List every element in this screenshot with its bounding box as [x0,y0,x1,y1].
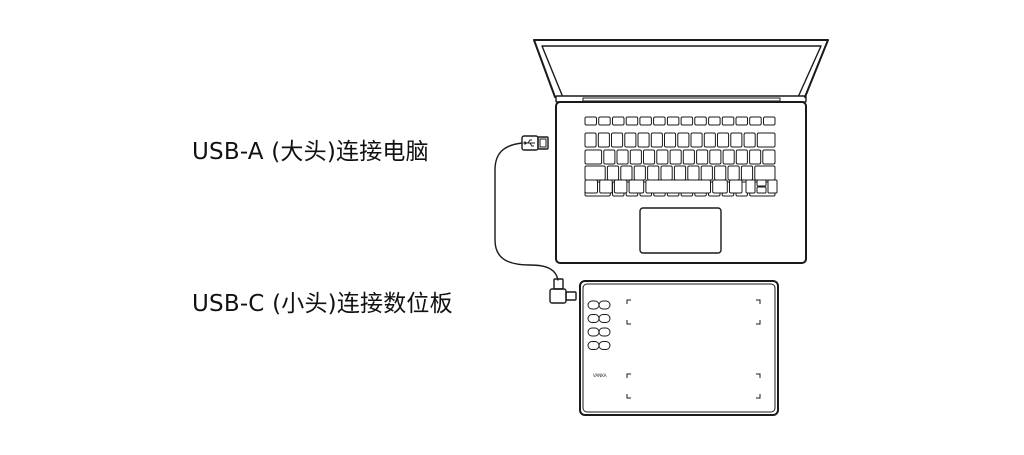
keyboard-key [740,165,754,181]
express-key [587,341,600,350]
usb-symbol-icon [523,139,535,147]
express-key [598,314,611,323]
keyboard-key [735,149,748,165]
keyboard-key [653,116,666,126]
express-key [598,300,611,310]
keyboard-key [639,116,652,126]
keyboard-key [584,116,597,126]
usb-a-label: USB-A (大头)连接电脑 [192,139,429,165]
keyboard-key [612,116,625,126]
keyboard-key [656,149,669,165]
keyboard-key [584,149,603,165]
keyboard-key [735,116,748,126]
keyboard-key [729,179,743,194]
keyboard-key [599,179,613,194]
keyboard-key [722,149,735,165]
keyboard-key [690,132,703,148]
keyboard-key [597,132,610,148]
keyboard-key [677,132,690,148]
usb-c-plug-icon [549,278,577,304]
keyboard-key [709,149,722,165]
tablet-brand: VANKA [593,373,607,378]
trackpad [639,207,722,254]
keyboard-key [694,116,707,126]
express-key [587,327,600,337]
keyboard-key [584,179,598,194]
keyboard-key [584,165,606,181]
keyboard-key [647,165,660,181]
arrow-key [745,179,756,194]
keyboard-key [717,132,730,148]
keyboard-key [645,179,712,194]
keyboard-key [708,116,721,126]
arrow-key [767,179,778,194]
keyboard-key [700,165,713,181]
keyboard-key [730,132,743,148]
keyboard-key [625,116,639,126]
express-key [598,327,611,337]
express-key [587,314,600,323]
keyboard-key [682,149,695,165]
keyboard-key [763,116,776,126]
usb-a-plug-icon [521,135,549,151]
express-key [598,341,611,350]
keyboard-key [703,132,716,148]
keyboard-key [680,116,694,126]
keyboard-key [754,165,776,181]
keyboard-key [762,149,776,165]
keyboard-key [616,149,629,165]
keyboard-key [624,132,637,148]
keyboard-key [611,132,624,148]
arrow-key [756,179,767,187]
keyboard-key [687,165,700,181]
keyboard-key [628,179,645,194]
keyboard-key [664,132,677,148]
keyboard-key [613,179,628,194]
keyboard-key [673,165,687,181]
keyboard-key [696,149,709,165]
keyboard-key [598,116,611,126]
usb-c-label: USB-C (小头)连接数位板 [192,291,453,317]
express-key [587,300,600,310]
keyboard-key [606,165,620,181]
laptop-icon [533,39,829,264]
keyboard-key [749,149,762,165]
keyboard-key [666,116,680,126]
keyboard-key [712,179,728,194]
keyboard-key [629,149,642,165]
keyboard-key [620,165,633,181]
keyboard-key [756,132,776,148]
express-keys [587,300,611,350]
drawing-tablet-icon: VANKA [579,280,779,416]
keyboard-key [584,132,597,148]
keyboard-key [714,165,727,181]
keyboard-key [669,149,682,165]
arrow-key [756,186,767,194]
keyboard-key [633,165,646,181]
keyboard-key [721,116,735,126]
keyboard-key [727,165,740,181]
usb-cable [494,142,559,281]
keyboard-key [743,132,756,148]
keyboard-key [749,116,762,126]
keyboard-key [660,165,673,181]
keyboard-key [603,149,616,165]
keyboard-key [643,149,656,165]
laptop-keyboard [584,116,778,197]
keyboard-key [650,132,663,148]
active-area-marks [626,299,761,399]
keyboard-key [637,132,650,148]
